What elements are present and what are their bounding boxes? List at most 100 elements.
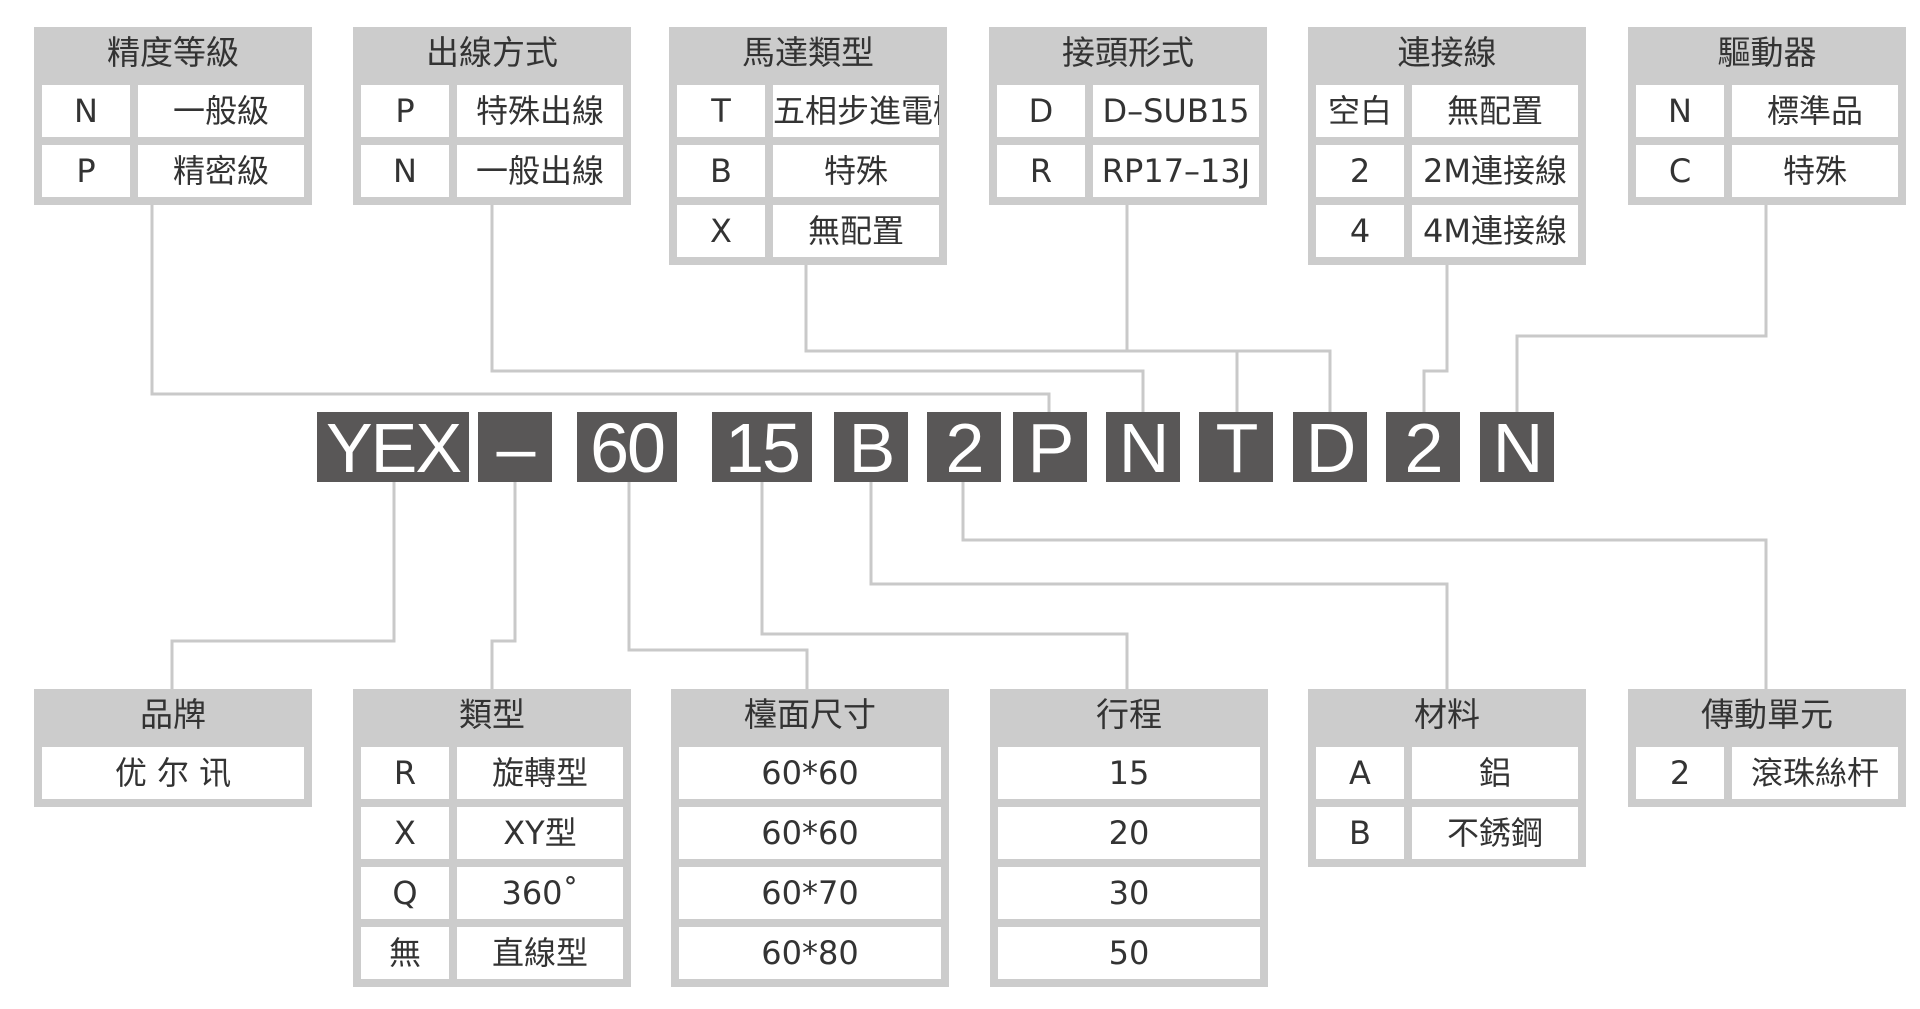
option-description: 標準品 xyxy=(1732,85,1898,137)
table-row: 15 xyxy=(998,747,1260,799)
connector-line xyxy=(760,482,1129,689)
option-code: 2 xyxy=(1316,145,1404,197)
option-value: 60*60 xyxy=(679,747,941,799)
model-code-segment: N xyxy=(1480,412,1554,484)
table-title: 類型 xyxy=(459,695,525,734)
table-title: 檯面尺寸 xyxy=(744,695,876,734)
option-code: R xyxy=(361,747,449,799)
table-title: 連接線 xyxy=(1397,33,1497,72)
option-code: D xyxy=(997,85,1085,137)
model-code-segment: 2 xyxy=(927,412,1001,484)
connector-line xyxy=(170,482,396,689)
model-code-segment: 2 xyxy=(1386,412,1460,484)
table-row: T五相步進電機 xyxy=(677,85,939,137)
option-description: D–SUB15 xyxy=(1093,85,1259,137)
option-code: N xyxy=(361,145,449,197)
option-code: 2 xyxy=(1636,747,1724,799)
table-title: 材料 xyxy=(1414,695,1480,734)
model-code-segment: T xyxy=(1199,412,1273,484)
option-code: N xyxy=(42,85,130,137)
connector-line xyxy=(1515,200,1768,412)
option-code: B xyxy=(677,145,765,197)
table-title: 品牌 xyxy=(140,695,206,734)
option-description: 特殊 xyxy=(773,145,939,197)
option-code: 無 xyxy=(361,927,449,979)
model-code-segment: 15 xyxy=(712,412,812,484)
table-title: 出線方式 xyxy=(426,33,558,72)
option-code: C xyxy=(1636,145,1724,197)
table-title: 馬達類型 xyxy=(742,33,874,72)
model-code-segment: – xyxy=(478,412,552,484)
model-code-segment: B xyxy=(834,412,908,484)
connector-line xyxy=(150,200,1051,412)
table-row: 60*60 xyxy=(679,807,941,859)
option-description: 直線型 xyxy=(457,927,623,979)
table-title: 接頭形式 xyxy=(1062,33,1194,72)
table-row: 20 xyxy=(998,807,1260,859)
option-code: X xyxy=(361,807,449,859)
table-row: 优 尔 讯 xyxy=(42,747,304,799)
connector-line xyxy=(490,482,517,689)
option-code: A xyxy=(1316,747,1404,799)
option-code: X xyxy=(677,205,765,257)
option-description: 五相步進電機 xyxy=(773,85,939,137)
option-description: 滾珠絲杆 xyxy=(1732,747,1898,799)
connector-line xyxy=(627,482,809,689)
option-value: 50 xyxy=(998,927,1260,979)
option-code: Q xyxy=(361,867,449,919)
table-title: 傳動單元 xyxy=(1701,695,1833,734)
option-table-brand: 品牌优 尔 讯 xyxy=(34,689,312,807)
option-description: 360˚ xyxy=(457,867,623,919)
option-description: 無配置 xyxy=(773,205,939,257)
option-value: 60*60 xyxy=(679,807,941,859)
option-description: 一般出線 xyxy=(457,145,623,197)
option-code: 空白 xyxy=(1316,85,1404,137)
option-description: RP17–13J xyxy=(1093,145,1259,197)
table-title: 行程 xyxy=(1096,695,1162,734)
table-row: 60*80 xyxy=(679,927,941,979)
option-description: 特殊 xyxy=(1732,145,1898,197)
option-description: 特殊出線 xyxy=(457,85,623,137)
option-description: 一般級 xyxy=(138,85,304,137)
option-value: 优 尔 讯 xyxy=(42,747,304,799)
option-code: N xyxy=(1636,85,1724,137)
option-code: R xyxy=(997,145,1085,197)
table-row: 60*60 xyxy=(679,747,941,799)
option-code: P xyxy=(42,145,130,197)
connector-line xyxy=(961,482,1768,689)
model-code-segment: D xyxy=(1293,412,1367,484)
option-value: 15 xyxy=(998,747,1260,799)
option-code: B xyxy=(1316,807,1404,859)
model-code-segment: YEX xyxy=(317,412,469,484)
option-table-motor-type: 馬達類型T五相步進電機B特殊X無配置 xyxy=(669,27,947,265)
table-row: 無直線型 xyxy=(361,927,623,979)
connector-line xyxy=(1125,200,1332,412)
option-description: 4M連接線 xyxy=(1412,205,1578,257)
connector-line xyxy=(1422,257,1449,412)
connector-line xyxy=(804,257,1239,412)
option-description: 不銹鋼 xyxy=(1412,807,1578,859)
model-code-segment: N xyxy=(1106,412,1180,484)
option-value: 20 xyxy=(998,807,1260,859)
